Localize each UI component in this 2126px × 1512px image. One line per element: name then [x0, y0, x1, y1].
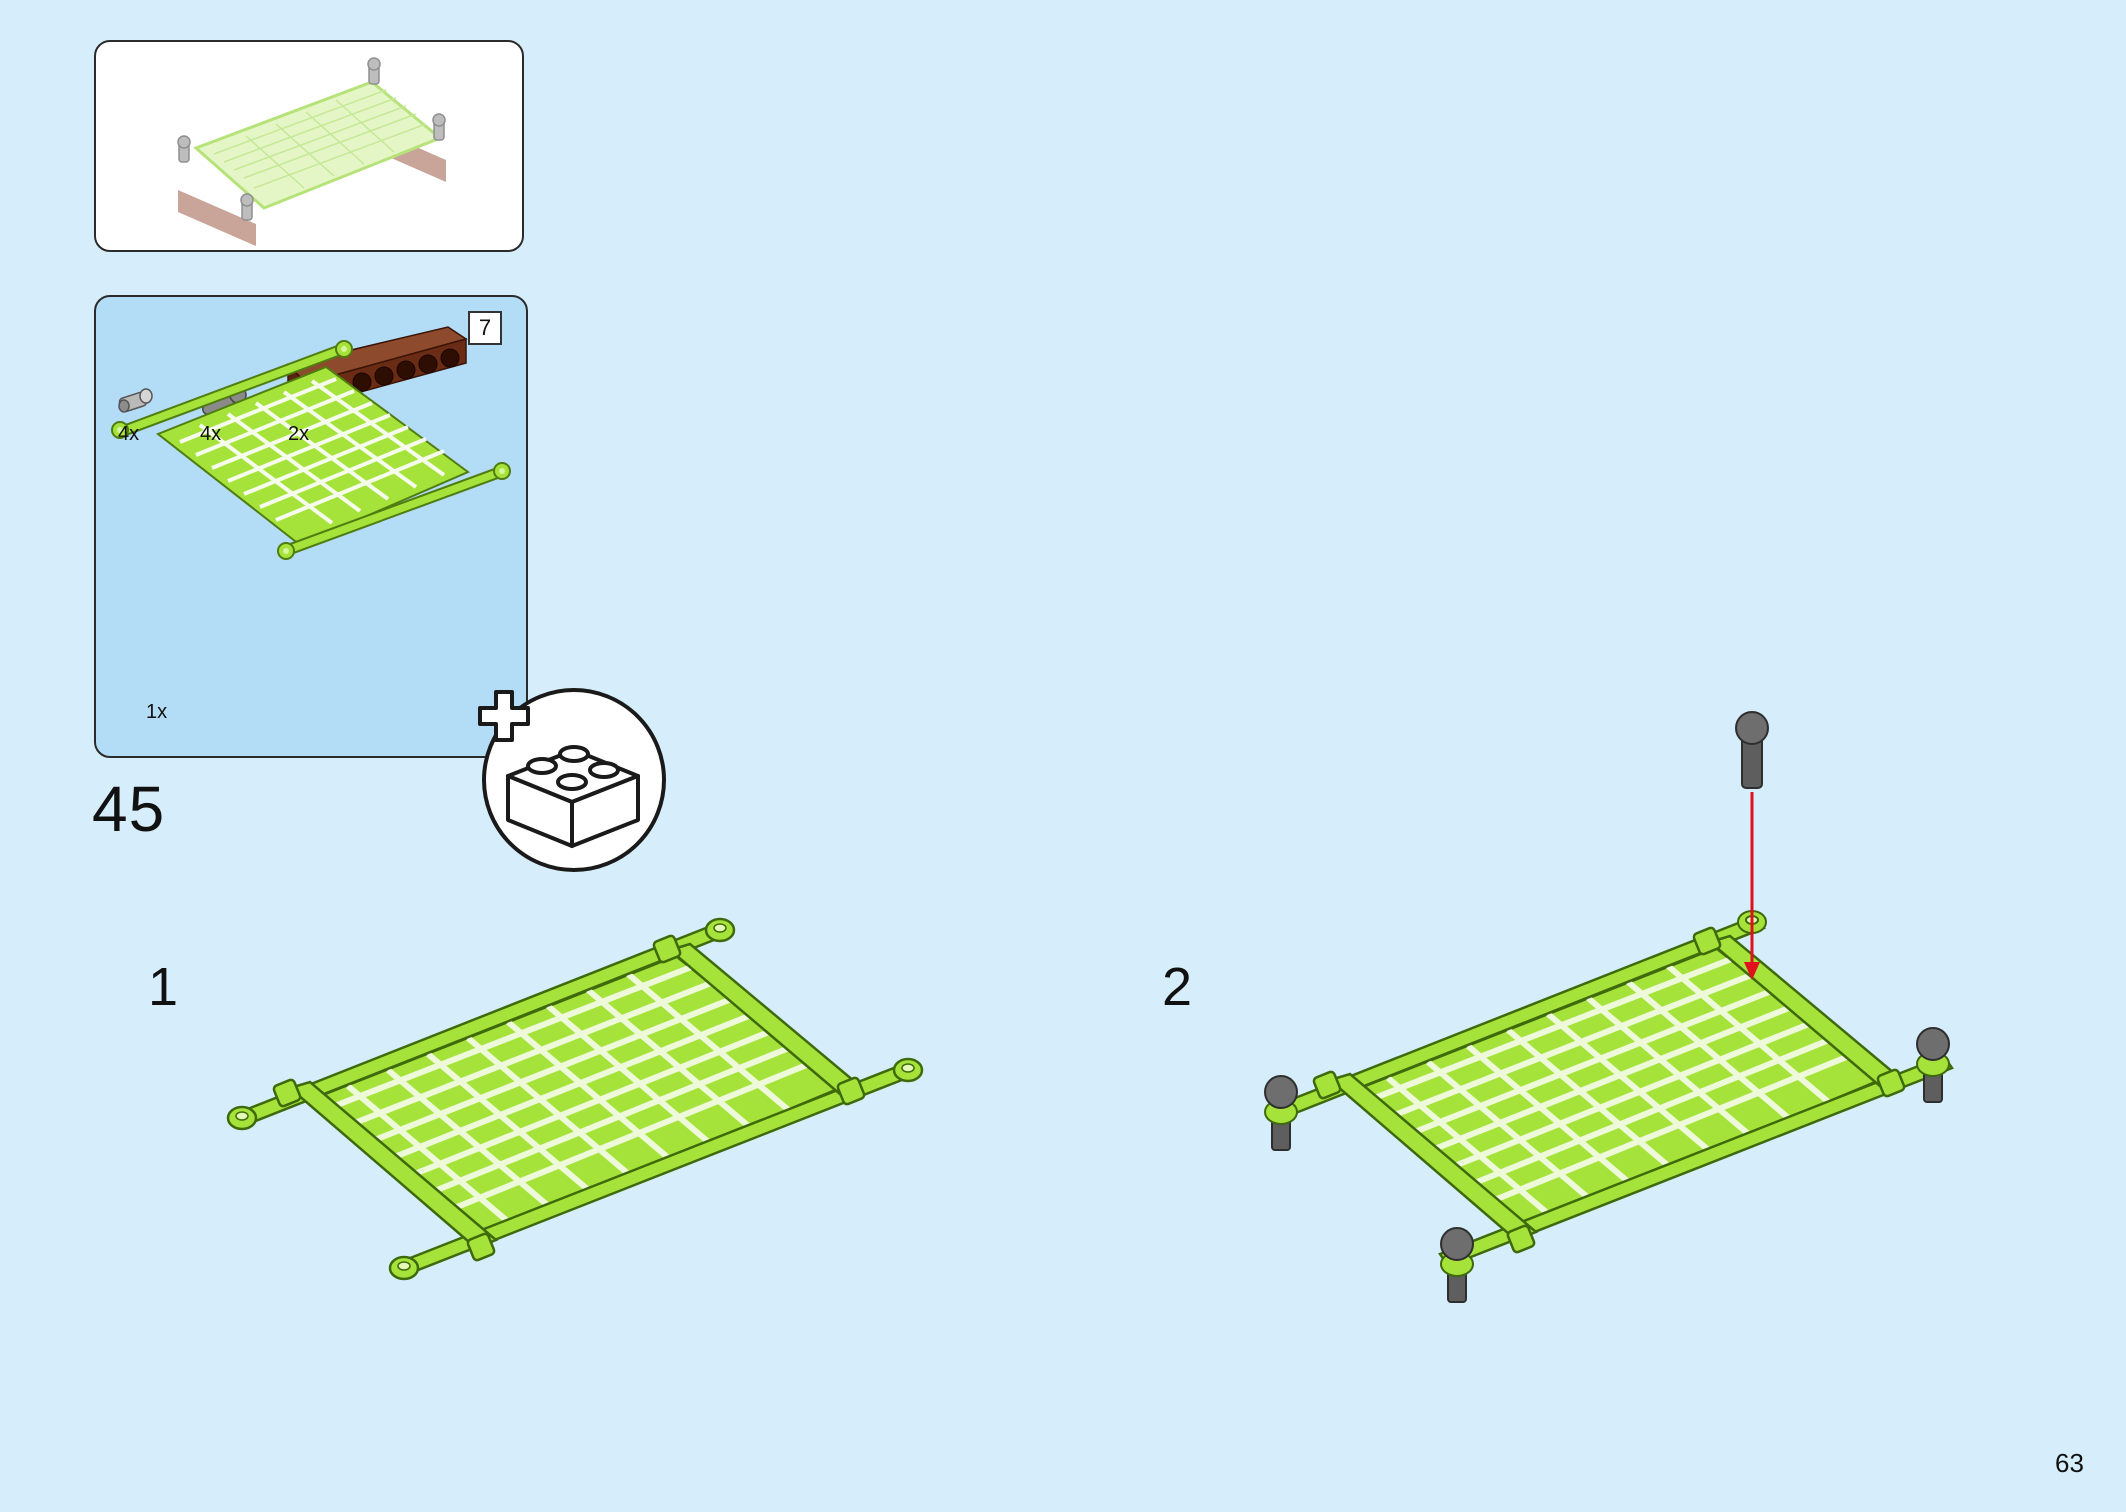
assembly-preview: [94, 40, 524, 252]
pin-connector-qty: 4x: [118, 423, 140, 445]
insertion-arrow-icon: [1744, 792, 1760, 980]
preview-beam-left: [178, 190, 256, 246]
ball-joint-pin-incoming: [1735, 711, 1769, 789]
preview-net: [193, 80, 443, 210]
assembly-preview-drawing: [177, 57, 446, 246]
substep-2-drawing: [1264, 711, 1954, 1303]
page-number: 63: [2055, 1448, 2084, 1478]
net-panel-qty: 1x: [146, 701, 168, 723]
beam-length-badge: 7: [468, 311, 502, 345]
ball-joint-pin-front: [1440, 1227, 1474, 1303]
parts-list: 4x 4x 2x 1x: [94, 295, 528, 758]
net-panel-icon: [111, 340, 511, 560]
technic-beam-qty: 2x: [288, 423, 310, 445]
preview-pins: [177, 57, 446, 221]
add-brick-icon: [478, 684, 670, 876]
net-panel-substep-1: [226, 917, 924, 1281]
substep-number-1: 1: [148, 957, 179, 1017]
substep-1-drawing: [226, 917, 924, 1281]
ball-joint-bar-qty: 4x: [200, 423, 222, 445]
step-number: 45: [92, 773, 166, 845]
ball-joint-pin-right: [1916, 1027, 1950, 1103]
ball-joint-pin-left: [1264, 1075, 1298, 1151]
pin-connector-icon: [118, 388, 153, 413]
net-panel-substep-2: [1278, 914, 1954, 1268]
substep-number-2: 2: [1162, 957, 1193, 1017]
preview-net-pattern: [213, 89, 427, 189]
parts-list-drawing: [111, 326, 511, 560]
